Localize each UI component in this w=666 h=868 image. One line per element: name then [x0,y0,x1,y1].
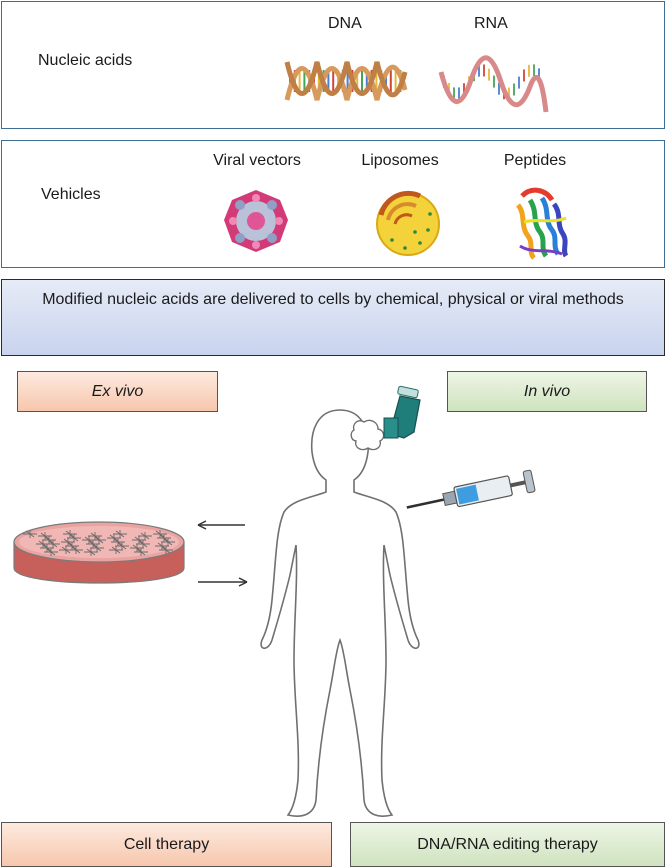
ex-vivo-tag: Ex vivo [17,371,218,412]
nucleic-acids-label: Nucleic acids [38,52,133,69]
dna-label: DNA [328,15,362,32]
delivery-methods-text: Modified nucleic acids are delivered to … [42,291,624,308]
editing-therapy-tag: DNA/RNA editing therapy [350,822,665,867]
vehicles-label: Vehicles [41,186,101,203]
cell-therapy-tag: Cell therapy [1,822,332,867]
liposomes-label: Liposomes [361,152,439,169]
rna-label: RNA [474,15,508,32]
delivery-methods-banner [1,279,665,356]
viral-vectors-label: Viral vectors [213,152,301,169]
peptides-label: Peptides [503,152,567,169]
in-vivo-tag: In vivo [447,371,647,412]
